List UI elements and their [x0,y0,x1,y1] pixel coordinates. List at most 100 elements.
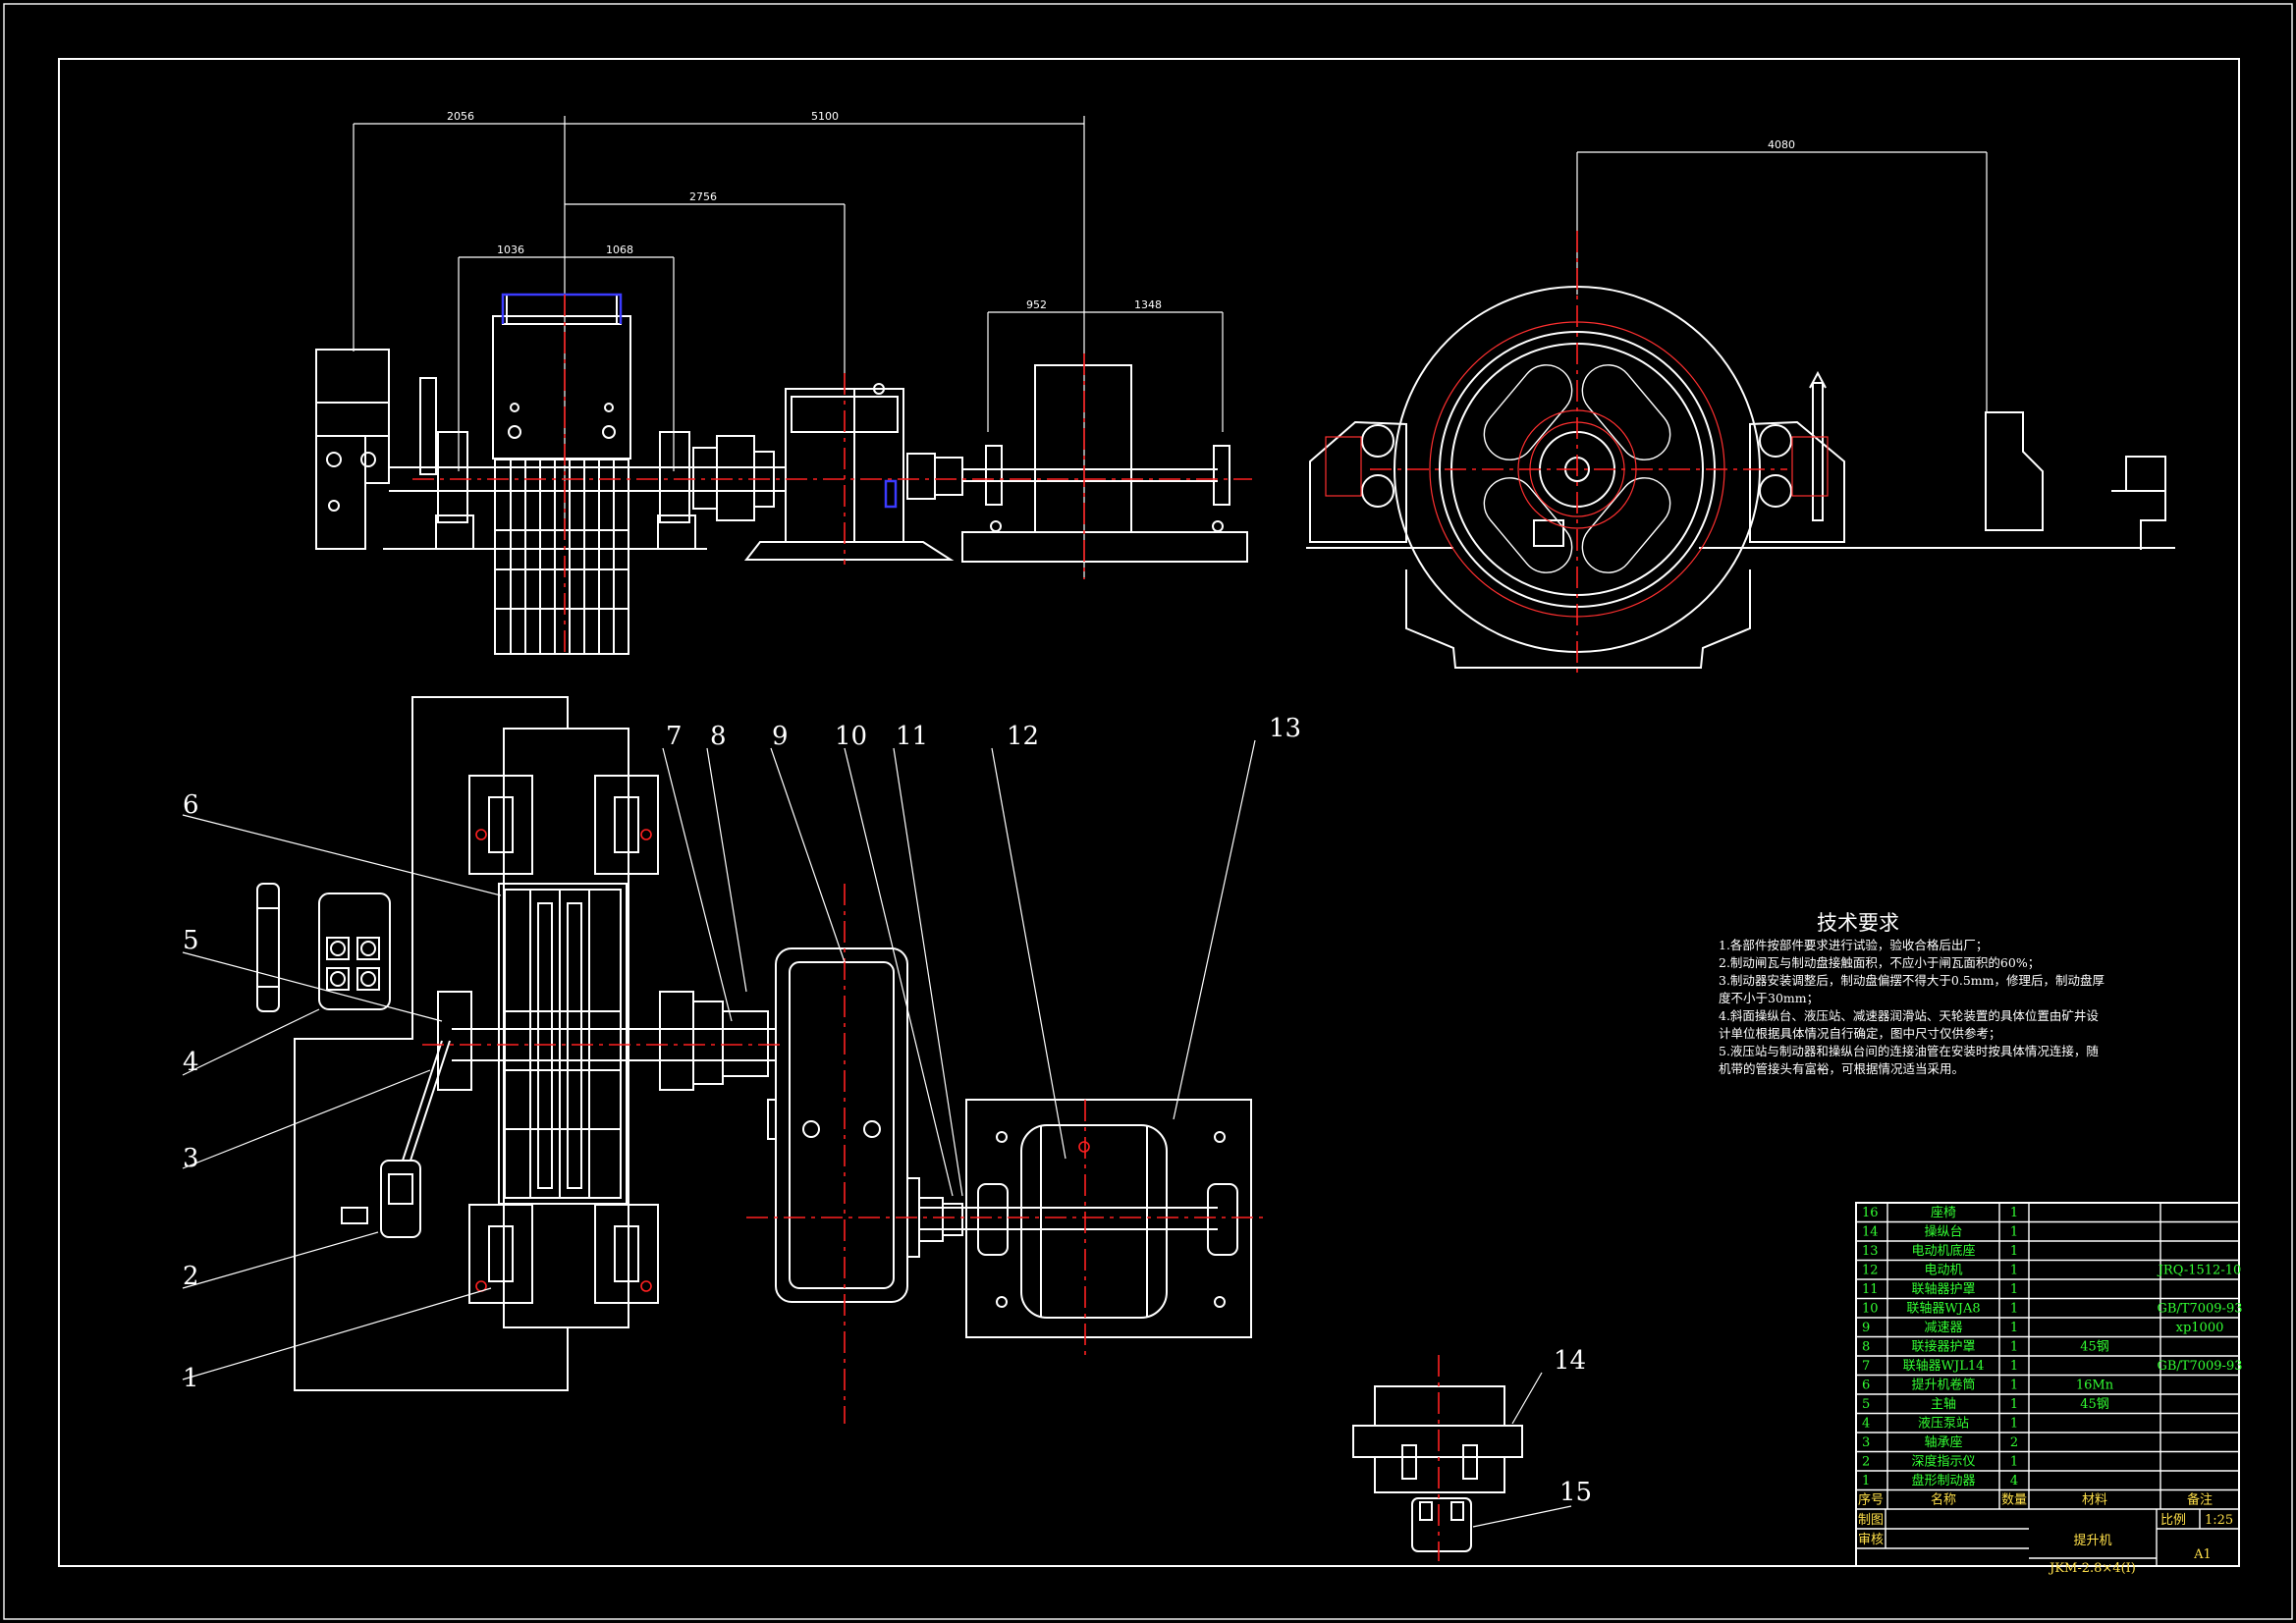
bom-item-no: 16 [1862,1206,1879,1220]
bom-item-no: 10 [1862,1302,1879,1317]
reducer-plan [767,947,920,1303]
hydraulic-station-plan [256,883,391,1012]
tech-line-2: 2.制动闸瓦与制动盘接触面积，不应小于闸瓦面积的60%； [1719,955,2041,970]
callout-3: 3 [183,1144,199,1173]
leader-lines [182,739,1572,1528]
bom-item-name: 提升机卷筒 [1911,1378,1975,1393]
bom-header-name: 名称 [1931,1492,1956,1508]
disc-brakes-plan [468,775,659,1304]
bom-item-note: xp1000 [2176,1321,2224,1335]
bom-item-qty: 1 [2010,1225,2018,1240]
callout-8: 8 [710,722,727,751]
bom-item-name: 操纵台 [1924,1224,1962,1240]
drum-spokes [1483,364,1671,573]
bom-item-name: 主轴 [1931,1397,1956,1412]
center-lines-elevation [412,295,1252,658]
title-draw-label: 制图 [1858,1513,1884,1528]
reducer-elevation [743,383,955,561]
bom-item-qty: 1 [2010,1340,2018,1355]
console-plan [1352,1385,1523,1552]
callout-9: 9 [772,722,789,751]
bom-item-no: 1 [1862,1474,1870,1488]
bom-item-no: 3 [1862,1435,1870,1450]
bom-item-note: GB/T7009-93 [2157,1359,2242,1374]
callout-12: 12 [1007,722,1039,751]
bom-item-no: 9 [1862,1321,1870,1335]
main-shaft-elevation [383,431,786,550]
callout-7: 7 [666,722,683,751]
bom-item-name: 电动机底座 [1911,1243,1975,1259]
bom-item-qty: 2 [2010,1435,2018,1450]
callout-11: 11 [896,722,928,751]
bom-item-name: 深度指示仪 [1911,1454,1975,1470]
bom-item-qty: 1 [2010,1264,2018,1278]
tech-line-8: 机带的管接头有富裕，可根据情况适当采用。 [1719,1061,1965,1076]
bom-item-qty: 1 [2010,1359,2018,1374]
bom-item-qty: 1 [2010,1244,2018,1259]
title-sheet-size: A1 [2193,1547,2212,1562]
bom-item-name: 联轴器WJA8 [1906,1302,1980,1317]
tech-requirements: 1.各部件按部件要求进行试验，验收合格后出厂； 2.制动闸瓦与制动盘接触面积，不… [1719,937,2160,1078]
depth-indicator-plan [341,1040,451,1238]
drum-plan [498,883,628,1205]
title-drawing-name: 提升机 [2073,1533,2111,1548]
tech-requirements-title: 技术要求 [1817,911,1899,935]
plan-view [182,696,1572,1561]
drum-side-profile [1306,286,2175,669]
bom-item-qty: 1 [2010,1302,2018,1317]
dim-1068: 1068 [606,243,633,256]
hydraulic-station-elevation [315,349,437,550]
winding-drum-elevation [492,294,631,655]
bom-item-note: JRQ-1512-10 [2157,1264,2242,1278]
outer-border [3,3,2293,1620]
inner-frame [58,58,2240,1567]
bom-item-material: 45钢 [2080,1340,2109,1355]
tech-line-5: 4.斜面操纵台、液压站、减速器润滑站、天轮装置的具体位置由矿井设 [1719,1008,2099,1023]
callout-4: 4 [183,1048,199,1077]
bom-item-name: 电动机 [1924,1264,1962,1278]
bom-item-qty: 1 [2010,1206,2018,1220]
title-scale-label: 比例 [2160,1513,2186,1528]
callout-2: 2 [183,1262,199,1291]
bom-item-qty: 4 [2010,1474,2018,1488]
title-drawing-code: JKM-2.8×4(Ⅰ) [2048,1561,2136,1576]
bom-item-no: 13 [1862,1244,1879,1259]
callout-14: 14 [1554,1346,1586,1376]
reducer-blue-part [884,479,898,509]
callout-labels: 1 2 3 4 5 6 7 8 9 10 11 12 13 14 15 [183,714,1592,1507]
tech-line-1: 1.各部件按部件要求进行试验，验收合格后出厂； [1719,938,1989,952]
bom-header-material: 材料 [2082,1493,2107,1508]
bom-item-name: 联轴器护罩 [1911,1282,1975,1297]
tech-line-4: 度不小于30mm； [1719,991,1820,1005]
dim-952: 952 [1026,298,1047,311]
tech-line-3: 3.制动器安装调整后，制动盘偏摆不得大于0.5mm，修理后，制动盘厚 [1719,973,2105,988]
bom-item-qty: 1 [2010,1417,2018,1432]
tech-line-6: 计单位根据具体情况自行确定，图中尺寸仅供参考； [1719,1026,2001,1041]
bom-item-qty: 1 [2010,1397,2018,1412]
bom-item-no: 2 [1862,1455,1870,1470]
bom-item-no: 6 [1862,1379,1870,1393]
bom-item-material: 45钢 [2080,1397,2109,1412]
motor-plan [918,1099,1252,1338]
bom-item-no: 8 [1862,1340,1870,1355]
callout-1: 1 [183,1364,199,1393]
dimension-lines [353,116,1224,579]
bom-item-note: GB/T7009-93 [2157,1302,2242,1317]
bom-item-no: 5 [1862,1397,1870,1412]
dim-1036: 1036 [497,243,524,256]
side-view: 4080 [1306,138,2175,677]
bom-item-name: 减速器 [1924,1321,1962,1335]
dim-1348: 1348 [1134,298,1162,311]
bom-item-name: 座椅 [1931,1206,1956,1220]
bom-item-qty: 1 [2010,1455,2018,1470]
bom-item-no: 4 [1862,1417,1870,1432]
coupling-elevation [692,435,775,521]
bom-item-material: 16Mn [2076,1379,2114,1393]
dim-2056: 2056 [447,110,474,123]
bom-item-name: 联轴器WJL14 [1903,1359,1985,1374]
callout-6: 6 [183,790,199,820]
bom-item-qty: 1 [2010,1282,2018,1297]
bom-item-no: 7 [1862,1359,1870,1374]
